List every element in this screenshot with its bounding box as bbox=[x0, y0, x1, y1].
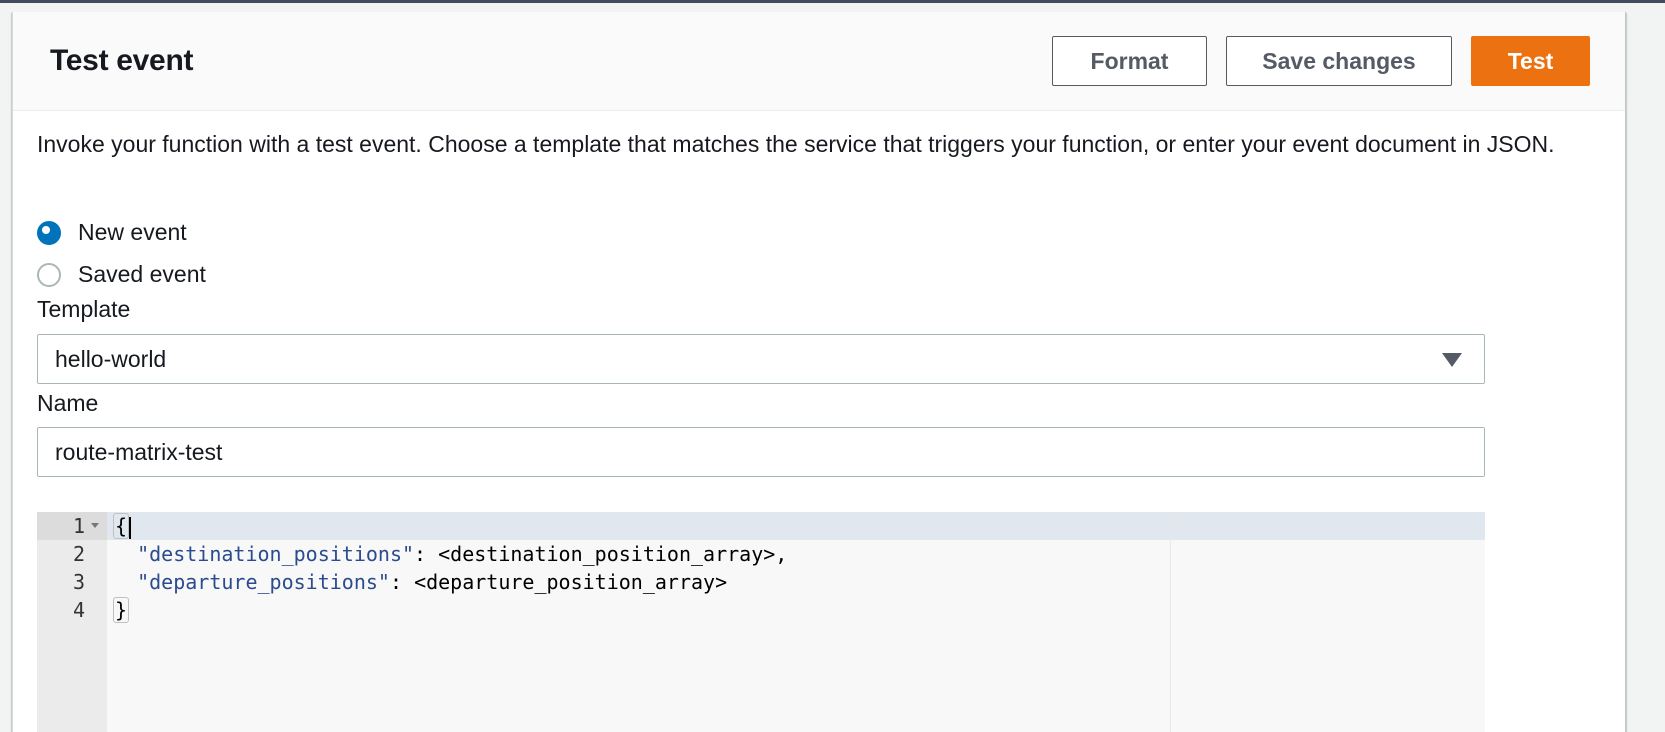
indent bbox=[113, 542, 137, 566]
radio-label: Saved event bbox=[78, 261, 206, 287]
radio-checked-icon[interactable] bbox=[37, 220, 61, 245]
json-separator: : bbox=[414, 542, 439, 566]
json-key: "departure_positions" bbox=[137, 570, 390, 594]
test-button[interactable]: Test bbox=[1471, 36, 1590, 86]
fold-toggle-icon[interactable] bbox=[91, 523, 99, 528]
json-value: <destination_position_array>, bbox=[438, 542, 788, 566]
name-label: Name bbox=[37, 390, 99, 416]
radio-saved-event[interactable]: Saved event bbox=[37, 261, 206, 288]
text-cursor bbox=[129, 516, 132, 539]
template-label: Template bbox=[37, 296, 131, 322]
json-key: "destination_positions" bbox=[137, 542, 415, 566]
indent bbox=[113, 570, 137, 594]
json-code-editor[interactable]: 1 2 3 4 { "destination_positions": <dest… bbox=[37, 512, 1485, 732]
active-line-highlight bbox=[107, 512, 1485, 540]
caret-down-icon bbox=[1442, 353, 1462, 367]
line-number: 4 bbox=[72, 598, 85, 622]
template-select[interactable]: hello-world bbox=[37, 334, 1485, 384]
save-changes-button[interactable]: Save changes bbox=[1226, 36, 1452, 86]
panel-header: Test event Format Save changes Test bbox=[13, 12, 1625, 111]
line-number: 3 bbox=[72, 570, 85, 594]
radio-label: New event bbox=[78, 219, 187, 245]
format-button[interactable]: Format bbox=[1052, 36, 1207, 86]
close-brace: } bbox=[113, 597, 130, 623]
editor-gutter bbox=[37, 512, 107, 732]
json-separator: : bbox=[389, 570, 415, 594]
code-line-1[interactable]: { bbox=[113, 512, 132, 540]
template-select-value: hello-world bbox=[55, 345, 167, 372]
print-margin bbox=[1170, 512, 1171, 732]
open-brace: { bbox=[113, 513, 130, 539]
description-text: Invoke your function with a test event. … bbox=[37, 131, 1555, 157]
code-line-4[interactable]: } bbox=[113, 596, 130, 624]
line-number: 2 bbox=[72, 542, 85, 566]
json-value: <departure_position_array> bbox=[414, 570, 728, 594]
radio-unchecked-icon[interactable] bbox=[37, 262, 61, 287]
name-input-value: route-matrix-test bbox=[55, 438, 223, 465]
line-number: 1 bbox=[72, 514, 85, 538]
header-actions: Format Save changes Test bbox=[1052, 36, 1590, 86]
top-nav-strip bbox=[0, 0, 1665, 3]
panel-title: Test event bbox=[50, 44, 194, 77]
code-line-3[interactable]: "departure_positions": <departure_positi… bbox=[113, 568, 727, 596]
radio-new-event[interactable]: New event bbox=[37, 219, 187, 246]
code-line-2[interactable]: "destination_positions": <destination_po… bbox=[113, 540, 787, 568]
name-input[interactable]: route-matrix-test bbox=[37, 427, 1485, 477]
